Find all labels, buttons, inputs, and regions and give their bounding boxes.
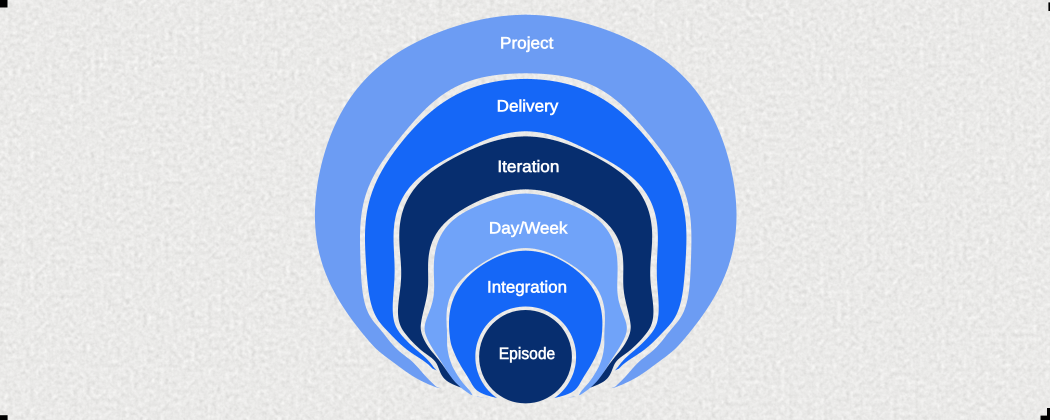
svg-text:Episode: Episode — [499, 345, 556, 363]
svg-text:Iteration: Iteration — [497, 158, 559, 176]
svg-text:Delivery: Delivery — [497, 98, 559, 116]
svg-text:Day/Week: Day/Week — [489, 220, 568, 238]
svg-text:Project: Project — [500, 35, 554, 53]
svg-text:Integration: Integration — [487, 279, 567, 297]
